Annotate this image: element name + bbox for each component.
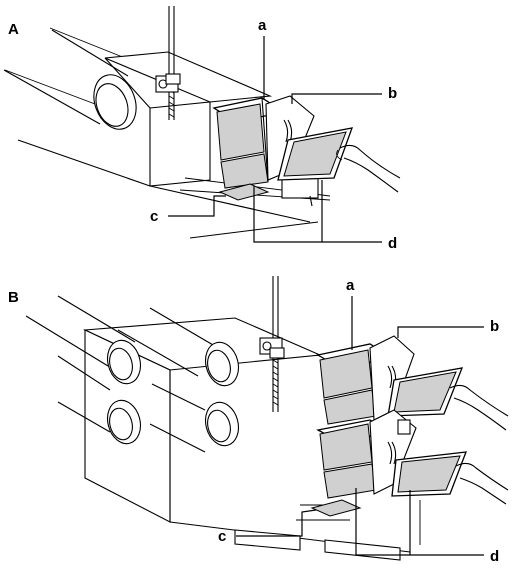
- panel-b-filter-handle: [391, 441, 397, 465]
- panel-a-hanger: [155, 6, 181, 120]
- panel-b-filter-media: [393, 371, 457, 413]
- panel-b-filter-handle: [387, 441, 393, 465]
- panel-a-hand: [336, 149, 343, 161]
- panel-b-duct-edge: [57, 295, 136, 343]
- panel-b-service-panel: [310, 499, 362, 517]
- panel-b-leader-d: [355, 488, 484, 556]
- panel-b-filter-lower: [316, 409, 509, 505]
- panel-a-unit-end: [149, 101, 211, 187]
- panel-a-unit-edge: [17, 139, 151, 187]
- panel-b-leader-b: [397, 326, 484, 338]
- panel-a-callout-d: d: [388, 235, 397, 252]
- panel-a-line: [4, 69, 96, 105]
- panel-a-duct-collar: [95, 83, 129, 127]
- panel-a-duct-edge: [51, 29, 129, 77]
- panel-b-leader-c: [236, 509, 317, 537]
- panel-a-filter-handle: [283, 119, 289, 143]
- panel-b-duct-edge: [151, 383, 206, 411]
- panel-b-rod-thread: [272, 359, 279, 406]
- panel-b-duct-edge: [149, 423, 206, 453]
- panel-a-filter-media: [283, 131, 347, 177]
- panel-b-duct-edge: [57, 355, 111, 391]
- panel-a-filter-edge: [261, 97, 269, 183]
- panel-a-filter-removed: [277, 127, 401, 193]
- panel-a-leader-d: [253, 186, 382, 243]
- panel-b-bracket-hole: [262, 341, 272, 351]
- panel-b-callout-d: d: [490, 548, 499, 565]
- panel-b-hanger: [259, 276, 285, 412]
- panel-a-hanger-nut: [165, 73, 181, 85]
- panel-b-filter-handle: [387, 365, 393, 389]
- panel-b-duct-edge: [25, 315, 109, 367]
- panel-a-unit-edge: [149, 185, 311, 223]
- panel-a-callouts: a b c d: [150, 17, 397, 252]
- panel-a-duct: [3, 29, 137, 130]
- panel-b: B: [8, 276, 509, 565]
- panel-a-filter-media: [216, 103, 265, 161]
- panel-b-duct-collar: [109, 407, 133, 441]
- panel-b-hand: [453, 397, 507, 431]
- panel-b-unit-foot: [324, 539, 401, 561]
- panel-a-leader-b: [291, 93, 382, 104]
- panel-a-label: A: [8, 21, 19, 38]
- panel-a-filter-left: [212, 97, 286, 189]
- panel-b-filter-upper: [316, 335, 509, 431]
- panel-b-unit-foot: [234, 529, 301, 551]
- panel-b-hand: [449, 384, 509, 417]
- panel-a-leader-c: [168, 195, 226, 217]
- panel-a-callout-c: c: [150, 208, 158, 225]
- panel-b-label: B: [8, 289, 19, 306]
- panel-b-duct-edge: [117, 329, 199, 377]
- panel-b-hand: [455, 462, 509, 491]
- panel-b-callout-b: b: [490, 318, 499, 335]
- panel-a-drain-pipe: [309, 195, 313, 207]
- panel-a-hand: [343, 157, 399, 193]
- panel-b-callout-c: c: [218, 528, 226, 545]
- panel-a: A: [3, 6, 401, 252]
- panel-a-hand: [339, 144, 401, 179]
- panel-b-callout-a: a: [346, 277, 355, 294]
- panel-b-duct-collar: [109, 347, 133, 381]
- panel-b-ducts: [25, 295, 240, 453]
- panel-b-filter-latch: [397, 419, 411, 435]
- panel-b-duct-edge: [57, 401, 111, 433]
- panel-a-duct-edge: [3, 69, 101, 125]
- panel-b-hanger-nut: [269, 347, 285, 359]
- panel-b-duct-collar: [207, 409, 231, 443]
- panel-b-callouts: a b c d: [218, 277, 499, 565]
- panel-b-filter-media: [397, 455, 461, 493]
- panel-a-callout-a: a: [258, 17, 267, 34]
- panel-a-service-panel: [218, 183, 270, 201]
- panel-b-hand: [459, 477, 507, 505]
- panel-b-duct-collar: [207, 349, 231, 383]
- panel-a-callout-b: b: [388, 85, 397, 102]
